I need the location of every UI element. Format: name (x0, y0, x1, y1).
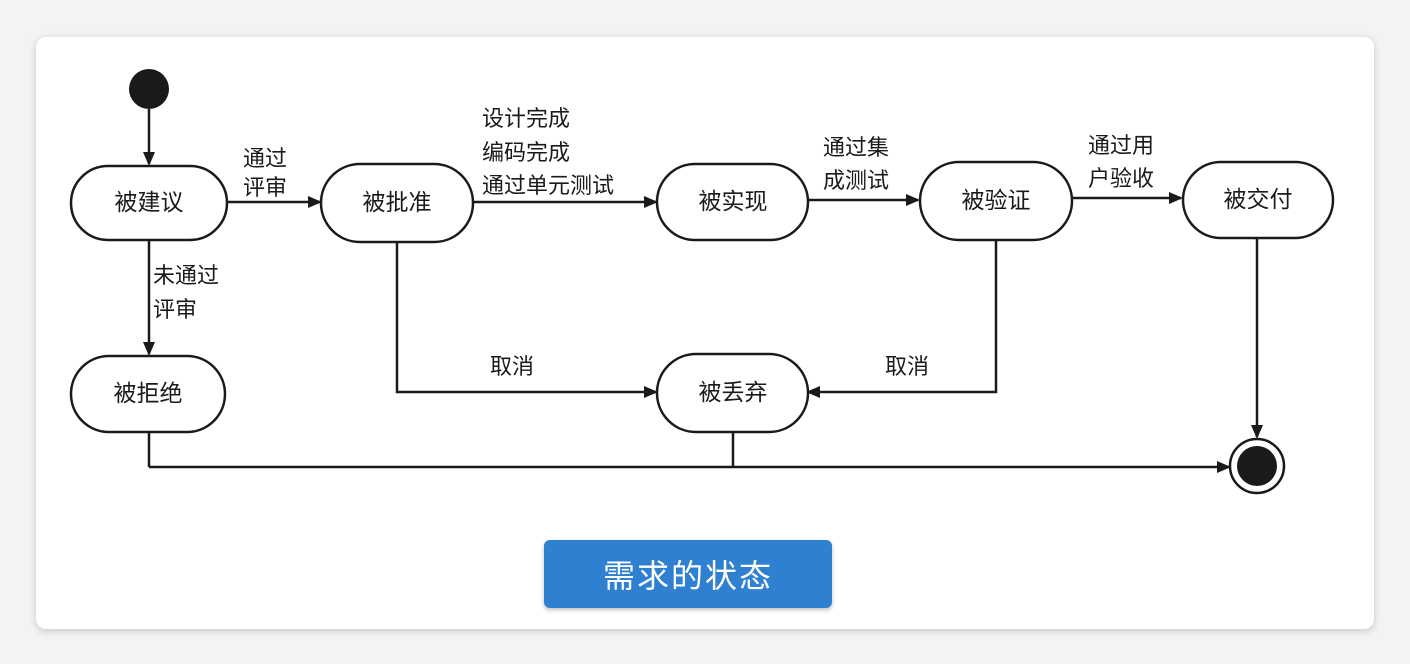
design-done-label-line1: 设计完成 (482, 107, 570, 132)
initial-node (129, 69, 169, 109)
pass-review-label-line2: 评审 (243, 176, 287, 201)
pass-review-label-line1: 通过 (243, 147, 287, 172)
state-proposed (69, 164, 229, 242)
integration-test-label-line1: 通过集 (823, 136, 889, 161)
edge-verified-to-abandoned (806, 240, 998, 398)
state-abandoned (655, 352, 810, 434)
state-abandoned-label: 被丢弃 (699, 380, 768, 406)
diagram-caption: 需求的状态 (544, 540, 832, 608)
state-delivered (1181, 160, 1335, 240)
design-done-label-line3: 通过单元测试 (482, 174, 614, 199)
diagram-card (36, 37, 1374, 629)
state-delivered-label: 被交付 (1224, 187, 1293, 213)
state-verified (918, 160, 1074, 242)
state-proposed-label: 被建议 (115, 190, 184, 216)
fail-review-label-line2: 评审 (153, 298, 197, 323)
final-node (1228, 437, 1286, 495)
acceptance-test-label-line1: 通过用 (1088, 134, 1154, 159)
state-rejected (69, 354, 227, 434)
cancel-from-verified-label: 取消 (885, 355, 929, 380)
state-verified-label: 被验证 (962, 188, 1031, 214)
acceptance-test-label-line2: 户验收 (1088, 167, 1154, 192)
state-approved (319, 162, 475, 244)
design-done-label-line2: 编码完成 (482, 141, 570, 166)
state-implemented-label: 被实现 (699, 189, 768, 215)
edge-approved-to-abandoned (395, 242, 658, 398)
state-implemented (655, 162, 810, 242)
state-approved-label: 被批准 (363, 190, 432, 216)
integration-test-label-line2: 成测试 (823, 169, 889, 194)
state-rejected-label: 被拒绝 (114, 381, 183, 407)
cancel-from-approved-label: 取消 (490, 355, 534, 380)
fail-review-label-line1: 未通过 (153, 264, 219, 289)
